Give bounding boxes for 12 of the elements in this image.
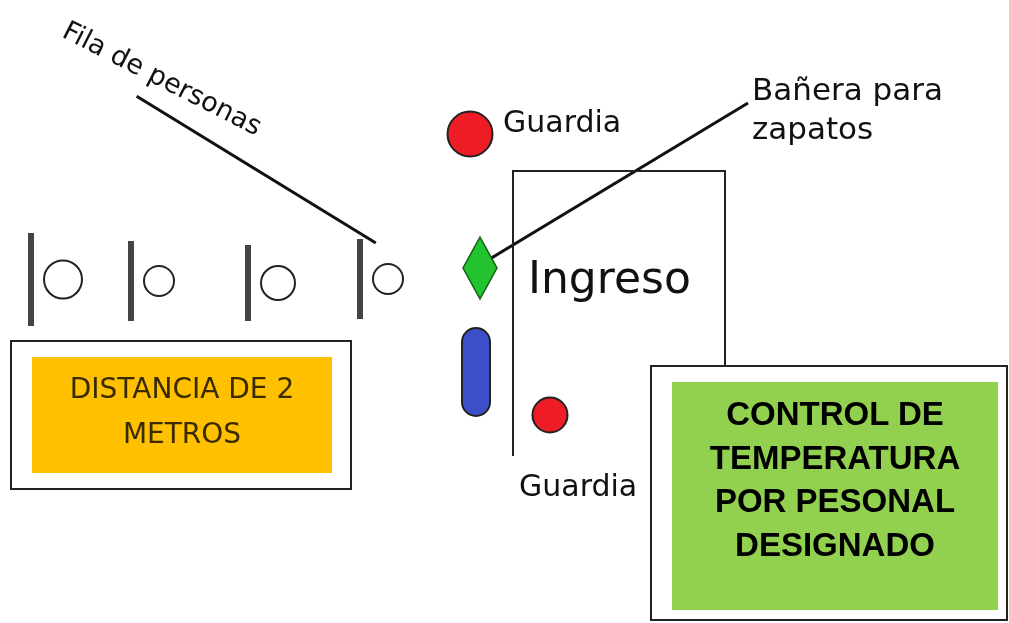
frame-box xyxy=(650,365,1008,621)
entrance-label: Ingreso xyxy=(528,252,691,303)
frame-box xyxy=(10,340,352,490)
distance-label: DISTANCIA DE 2 METROS xyxy=(68,371,296,452)
guard-label: Guardia xyxy=(519,468,638,503)
distance-box xyxy=(32,357,332,473)
leader-line xyxy=(490,101,749,260)
leader-line xyxy=(135,95,377,245)
guard-label: Guardia xyxy=(503,104,622,139)
shoe-bath-label: Bañera para zapatos xyxy=(752,70,944,148)
temperature-label: CONTROL DE TEMPERATURA POR PESONAL DESIGNADO xyxy=(708,394,962,565)
temperature-box xyxy=(672,382,998,610)
